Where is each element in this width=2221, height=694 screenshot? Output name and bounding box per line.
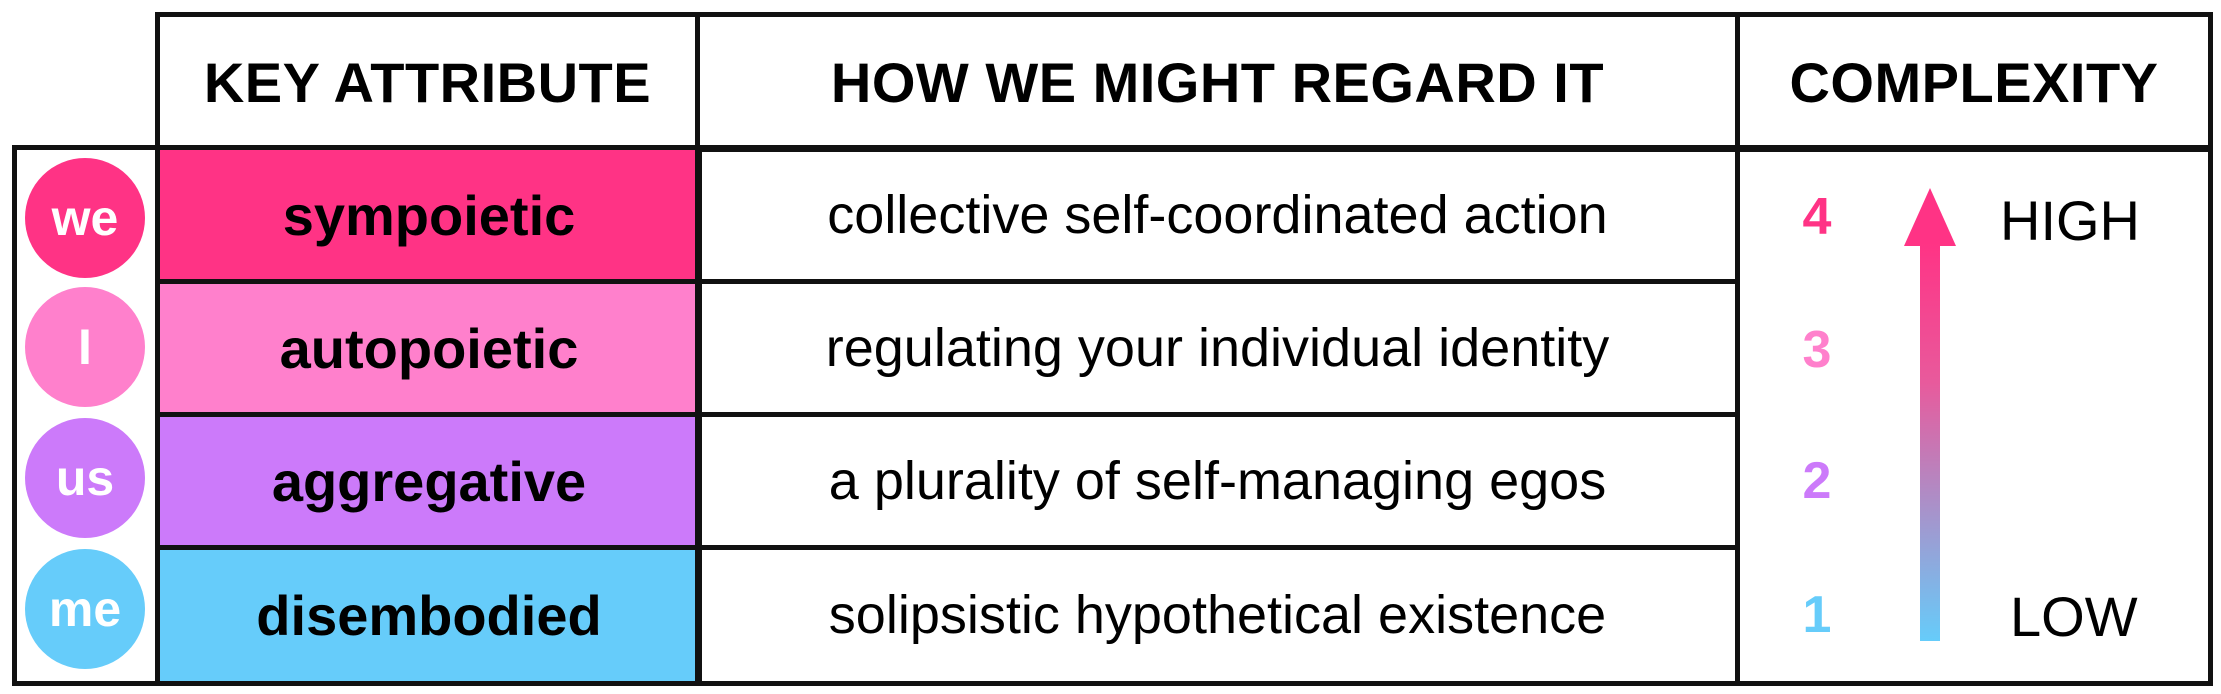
pronoun-circle-us: us <box>25 418 145 538</box>
description-cell-1: collective self-coordinated action <box>827 185 1608 245</box>
complexity-low-label: LOW <box>2010 585 2138 648</box>
complexity-up-arrow-icon <box>1904 188 1956 641</box>
attribute-cell-aggregative: aggregative <box>160 416 698 546</box>
complexity-level-4: 4 <box>1802 188 1832 246</box>
row-divider-3 <box>155 545 1740 550</box>
complexity-level-2: 2 <box>1802 452 1832 510</box>
complexity-high-label: HIGH <box>2000 189 2140 252</box>
description-cell-3: a plurality of self-managing egos <box>828 451 1607 511</box>
description-cell-2: regulating your individual identity <box>825 318 1610 378</box>
pronoun-circle-we: we <box>25 158 145 278</box>
header-key-attribute: KEY ATTRIBUTE <box>203 50 652 114</box>
header-how-regard: HOW WE MIGHT REGARD IT <box>830 50 1605 114</box>
header-complexity: COMPLEXITY <box>1789 50 2159 114</box>
description-cell-4: solipsistic hypothetical existence <box>828 585 1607 645</box>
attribute-cell-autopoietic: autopoietic <box>160 283 698 413</box>
attribute-cell-disembodied: disembodied <box>160 549 698 681</box>
row-divider-1 <box>155 279 1740 284</box>
pronoun-circle-me: me <box>25 549 145 669</box>
pronoun-circle-i: I <box>25 287 145 407</box>
complexity-level-1: 1 <box>1802 586 1832 644</box>
attribute-cell-sympoietic: sympoietic <box>160 150 698 280</box>
row-divider-2 <box>155 412 1740 417</box>
complexity-level-3: 3 <box>1802 321 1832 379</box>
